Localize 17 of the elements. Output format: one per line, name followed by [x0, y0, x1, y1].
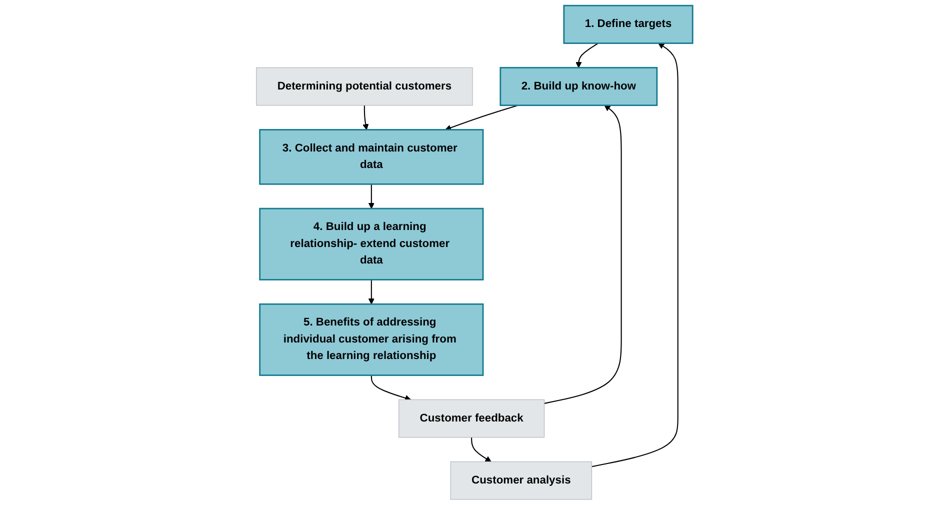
arrow [368, 280, 374, 304]
node-box: 5. Benefits of addressing individual customer arising from the learning relationship [259, 303, 484, 376]
node-box: 2. Build up know-how [500, 66, 658, 106]
arrow [592, 42, 678, 468]
node-box: Customer feedback [398, 399, 545, 438]
arrow [368, 184, 374, 209]
arrow [445, 104, 518, 131]
node-box: Customer analysis [450, 461, 592, 500]
node-box: 3. Collect and maintain customer data [259, 129, 484, 185]
arrow [370, 375, 412, 401]
arrow [576, 42, 598, 68]
node-box: 4. Build up a learning relationship- extend customer data [259, 208, 484, 280]
arrow [544, 105, 622, 404]
arrow [362, 105, 369, 130]
node-box: 1. Define targets [563, 4, 694, 44]
node-box: Determining potential customers [256, 67, 473, 106]
arrow [471, 437, 492, 462]
